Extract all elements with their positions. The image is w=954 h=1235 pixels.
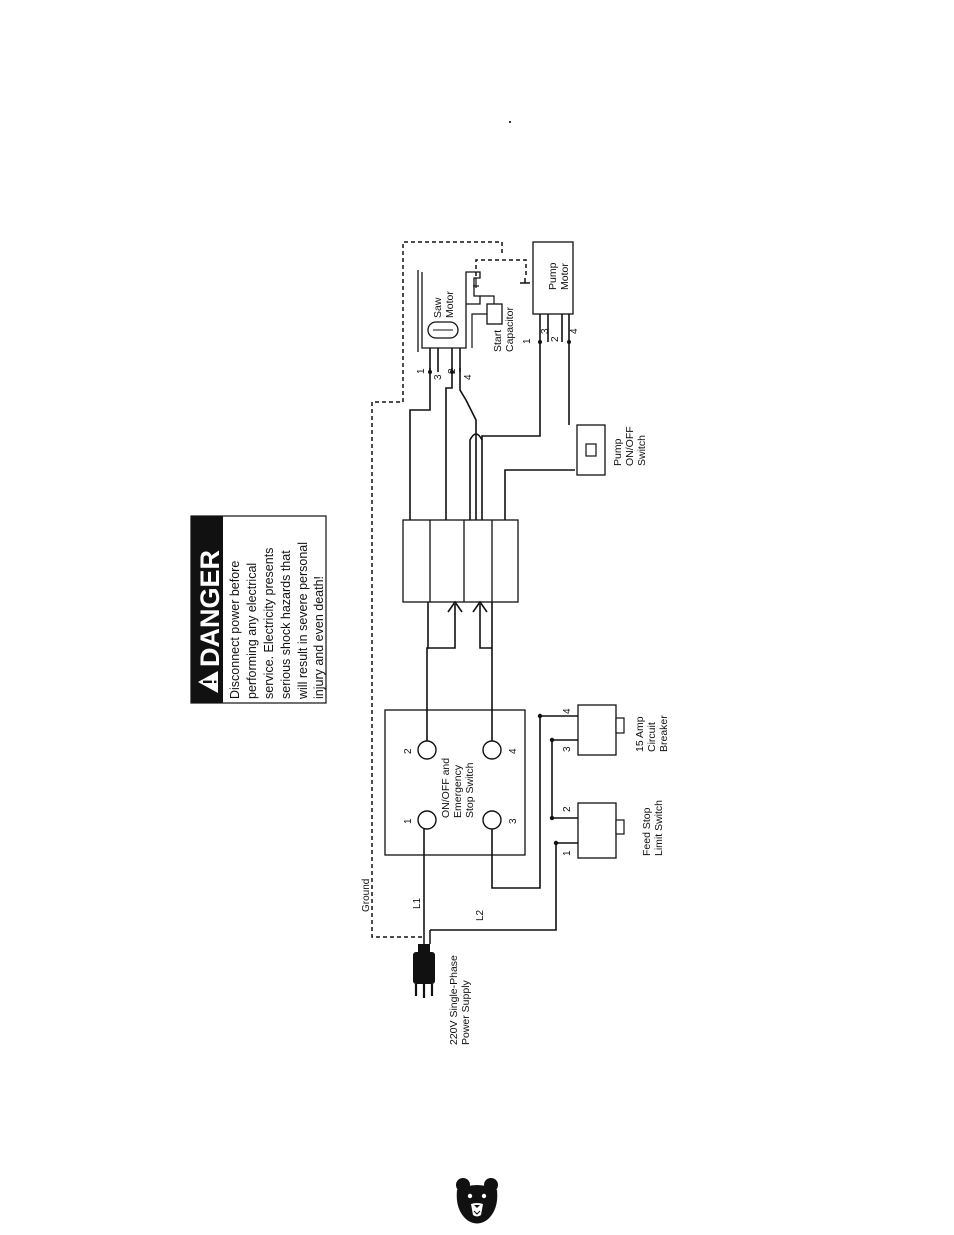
feed-stop-num-2: 2 (562, 806, 573, 812)
plug-icon (413, 944, 435, 998)
bear-logo (456, 1178, 498, 1224)
junction-dots (428, 340, 571, 846)
circuit-breaker-button (615, 717, 625, 734)
main-switch-terminal-4 (482, 740, 502, 760)
svg-text:Pump: Pump (612, 438, 624, 466)
pump-lead-num-4: 4 (569, 328, 580, 334)
danger-line-1: Disconnect power before (228, 561, 242, 699)
breaker-num-3: 3 (562, 746, 573, 752)
saw-motor-label: Saw Motor (432, 291, 456, 318)
danger-line-5: will result in severe personal (296, 542, 310, 700)
svg-text:Motor: Motor (444, 291, 456, 318)
breaker-label: 15 Amp Circuit Breaker (634, 715, 670, 752)
svg-text:Start: Start (492, 330, 504, 352)
svg-text:Stop Switch: Stop Switch (464, 762, 476, 818)
feed-stop-label: Feed Stop Limit Switch (641, 800, 665, 856)
pump-lead-num-2: 2 (550, 336, 561, 342)
start-capacitor-label: Start Capacitor (492, 307, 516, 352)
svg-text:ON/OFF and: ON/OFF and (440, 758, 452, 818)
pump-switch-label: Pump ON/OFF Switch (612, 426, 648, 466)
terminal-block (402, 519, 519, 603)
pump-switch-rocker (585, 443, 597, 457)
pump-motor-label: Pump Motor (547, 262, 571, 290)
main-switch-num-4: 4 (508, 748, 519, 754)
main-switch-terminal-1 (417, 810, 437, 830)
svg-text:Motor: Motor (559, 263, 571, 290)
main-switch-terminal-2 (417, 740, 437, 760)
svg-text:Pump: Pump (547, 262, 559, 290)
svg-text:Breaker: Breaker (658, 715, 670, 752)
main-switch-box (384, 709, 526, 856)
saw-lead-num-4: 4 (463, 374, 474, 380)
start-capacitor-box (486, 303, 503, 325)
pump-lead-num-3: 3 (540, 328, 551, 334)
feed-stop-limit-switch-box (577, 802, 617, 859)
svg-text:Switch: Switch (636, 435, 648, 466)
ground-symbol-pump (520, 278, 530, 284)
stray-dot (509, 121, 511, 123)
svg-text:ON/OFF: ON/OFF (624, 426, 636, 466)
danger-warning-box: DANGER Disconnect power before performin… (190, 515, 327, 704)
ground-wire-pump (475, 259, 527, 278)
svg-text:Emergency: Emergency (452, 764, 464, 818)
main-switch-num-3: 3 (508, 818, 519, 824)
main-switch-num-2: 2 (403, 748, 414, 754)
danger-line-6: injury and even death! (312, 576, 326, 699)
breaker-num-4: 4 (562, 708, 573, 714)
saw-lead-num-2: 2 (447, 368, 458, 374)
svg-text:Saw: Saw (432, 297, 444, 318)
feed-stop-num-1: 1 (562, 850, 573, 856)
svg-text:220V Single-Phase: 220V Single-Phase (448, 955, 460, 1045)
main-switch-terminal-3 (482, 810, 502, 830)
danger-line-4: serious shock hazards that (279, 550, 293, 699)
svg-text:Power Supply: Power Supply (460, 979, 472, 1045)
l2-label: L2 (475, 909, 486, 921)
svg-text:Feed Stop: Feed Stop (641, 807, 653, 856)
capacitor-wire (471, 295, 495, 348)
danger-header (191, 516, 223, 703)
saw-lead-num-1: 1 (416, 368, 427, 374)
l1-label: L1 (412, 897, 423, 909)
danger-title: DANGER (195, 550, 225, 667)
ground-wire (371, 241, 503, 938)
danger-line-3: service. Electricity presents (262, 548, 276, 699)
danger-line-2: performing any electrical (245, 563, 259, 699)
saw-lead-num-3: 3 (433, 374, 444, 380)
svg-text:15 Amp: 15 Amp (634, 716, 646, 752)
ground-label: Ground (361, 879, 372, 912)
wiring (409, 314, 578, 931)
svg-text:Circuit: Circuit (646, 722, 658, 752)
pump-motor-box (532, 241, 574, 315)
saw-motor (417, 270, 481, 352)
circuit-breaker-box (577, 704, 617, 756)
svg-text:Limit Switch: Limit Switch (653, 800, 665, 856)
svg-text:Capacitor: Capacitor (504, 307, 516, 352)
main-switch-num-1: 1 (403, 818, 414, 824)
pump-lead-num-1: 1 (522, 338, 533, 344)
power-supply-label: 220V Single-Phase Power Supply (448, 955, 472, 1045)
feed-stop-actuator (615, 819, 625, 835)
main-switch-label: ON/OFF and Emergency Stop Switch (440, 758, 476, 818)
